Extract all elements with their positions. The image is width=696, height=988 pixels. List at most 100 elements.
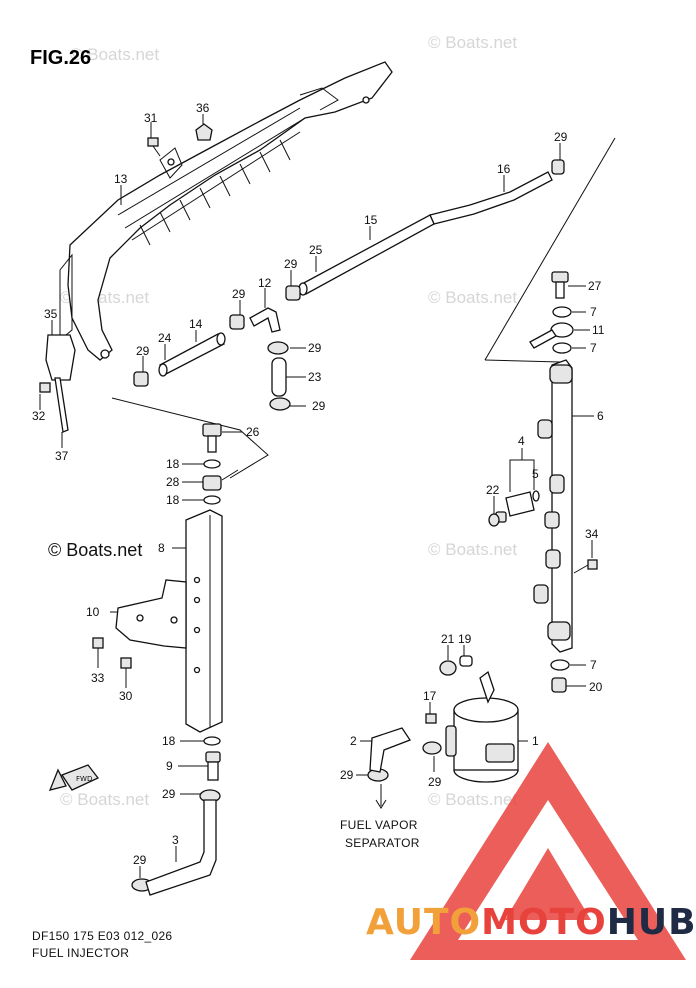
callout-34: 34 (585, 527, 599, 541)
callout-22: 22 (486, 483, 500, 497)
part-10-bracket (115, 579, 187, 649)
callout-29: 29 (232, 287, 246, 301)
figure-title: FIG.26 (30, 47, 91, 69)
callout-11: 11 (592, 323, 605, 337)
callout-21: 21 (441, 632, 455, 646)
callout-17: 17 (423, 689, 437, 703)
callout-27: 27 (588, 279, 602, 293)
callout-18: 18 (162, 734, 176, 748)
callout-33: 33 (91, 671, 105, 685)
part-30-bolt (120, 657, 132, 669)
callouts: 31 36 13 29 16 15 25 29 12 29 14 24 29 2… (32, 101, 605, 867)
callout-29: 29 (133, 853, 147, 867)
part-16-hose (429, 171, 553, 225)
callout-12: 12 (258, 276, 272, 290)
part-4-injector (495, 491, 535, 523)
brand-wordmark: AUTOMOTOHUB (366, 902, 696, 943)
leader-lines (39, 114, 594, 878)
callout-19: 19 (458, 632, 472, 646)
callout-1: 1 (532, 734, 539, 748)
callout-26: 26 (246, 425, 260, 439)
callout-18: 18 (166, 457, 180, 471)
part-36-nut (195, 123, 213, 141)
callout-30: 30 (119, 689, 133, 703)
callout-23: 23 (308, 370, 322, 384)
callout-31: 31 (144, 111, 158, 125)
watermark: © Boats.net (70, 45, 159, 64)
callout-29: 29 (284, 257, 298, 271)
callout-7: 7 (590, 305, 597, 319)
part-20-plug (551, 677, 567, 693)
part-1-vapor-separator (445, 670, 519, 783)
callout-13: 13 (114, 172, 128, 186)
callout-5: 5 (532, 467, 539, 481)
part-33-bolt (92, 637, 104, 649)
brand-moto: MOTO (481, 902, 607, 943)
part-11-banjo (529, 322, 574, 349)
fwd-arrow: FWD (48, 764, 100, 791)
callout-10: 10 (86, 605, 100, 619)
callout-37: 37 (55, 449, 69, 463)
callout-29: 29 (308, 341, 322, 355)
part-6-delivery-pipe (533, 359, 573, 653)
callout-29: 29 (340, 768, 354, 782)
part-18-washer (203, 459, 221, 746)
part-31-bolt (147, 137, 161, 157)
part-3-hose (145, 799, 217, 896)
part-35-bracket (39, 334, 76, 433)
part-9-fitting (205, 751, 221, 781)
callout-29: 29 (428, 775, 442, 789)
callout-36: 36 (196, 101, 210, 115)
part-19-collar (459, 655, 473, 667)
callout-29: 29 (312, 399, 326, 413)
brand-auto: AUTO (366, 902, 481, 943)
part-28-spacer (202, 469, 239, 491)
fwd-label: FWD (76, 775, 92, 783)
callout-7: 7 (590, 658, 597, 672)
callout-3: 3 (172, 833, 179, 847)
callout-25: 25 (309, 243, 323, 257)
part-2-hose (369, 727, 411, 773)
callout-35: 35 (44, 307, 58, 321)
callout-16: 16 (497, 162, 511, 176)
callout-9: 9 (166, 759, 173, 773)
vapor-separator-label-line2: SEPARATOR (345, 836, 420, 850)
part-21-grommet (439, 660, 457, 676)
callout-29: 29 (162, 787, 176, 801)
part-8-fuel-rail (185, 509, 223, 733)
callout-4: 4 (518, 434, 525, 448)
part-26-bolt (202, 423, 222, 453)
part-13-bracket (59, 61, 393, 361)
brand-logo (410, 742, 686, 960)
part-12-elbow (249, 307, 281, 333)
callout-15: 15 (364, 213, 378, 227)
watermark: © Boats.net (428, 790, 517, 809)
callout-7: 7 (590, 341, 597, 355)
callout-29: 29 (554, 130, 568, 144)
part-15-pipe (298, 214, 435, 296)
part-23-hose (271, 357, 287, 397)
connector-lines (111, 137, 616, 479)
part-27-bolt (551, 271, 569, 299)
part-34-bolt (573, 559, 598, 574)
figure-code: DF150 175 E03 012_026 (32, 929, 172, 943)
part-7-washer (550, 306, 572, 671)
copyright-text: © Boats.net (48, 540, 142, 560)
part-5-oring (532, 490, 540, 502)
callout-2: 2 (350, 734, 357, 748)
part-14-pipe (158, 332, 226, 377)
watermark: © Boats.net (60, 790, 149, 809)
watermark: © Boats.net (428, 33, 517, 52)
callout-8: 8 (158, 541, 165, 555)
figure-name: FUEL INJECTOR (32, 946, 129, 960)
callout-20: 20 (589, 680, 603, 694)
callout-6: 6 (597, 409, 604, 423)
part-22-cushion (488, 513, 500, 527)
vapor-separator-label-line1: FUEL VAPOR (340, 818, 418, 832)
vapor-arrow (375, 784, 387, 809)
watermark: © Boats.net (428, 288, 517, 307)
callout-28: 28 (166, 475, 180, 489)
watermark: © Boats.net (428, 540, 517, 559)
